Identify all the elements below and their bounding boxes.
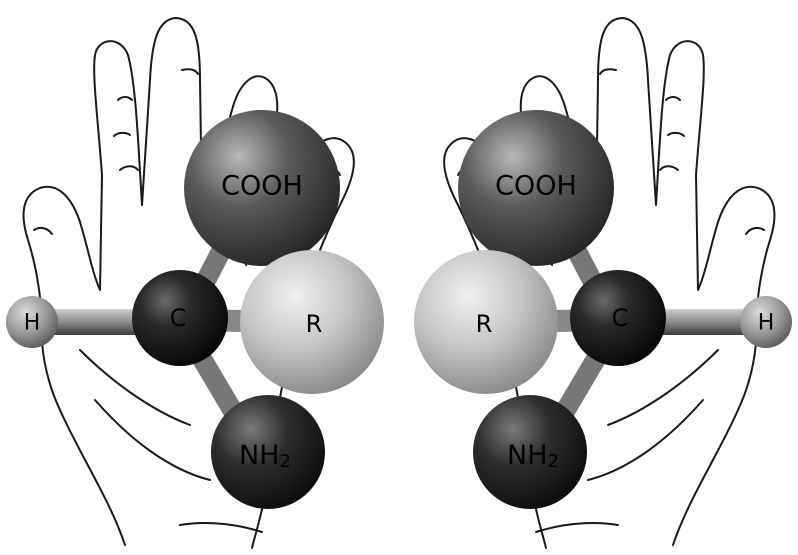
left-label-cooh: COOH	[221, 171, 303, 202]
right-atom-h	[740, 296, 792, 348]
right-atom-r	[414, 250, 558, 394]
right-atom-nh2	[473, 395, 587, 509]
left-label-h: H	[24, 311, 41, 336]
left-label-nh2: NH2	[239, 440, 291, 472]
right-label-r: R	[476, 310, 493, 338]
right-atom-c	[570, 270, 666, 366]
right-molecule: H COOH C R NH2	[414, 110, 792, 509]
left-label-c: C	[170, 304, 187, 332]
left-atom-cooh	[184, 110, 340, 266]
left-atom-h	[6, 296, 58, 348]
left-molecule: H COOH C R NH2	[6, 110, 384, 509]
right-atom-cooh	[458, 110, 614, 266]
left-atom-c	[132, 270, 228, 366]
left-label-r: R	[306, 310, 323, 338]
left-atom-r	[240, 250, 384, 394]
right-label-h: H	[758, 311, 775, 336]
right-label-c: C	[612, 304, 629, 332]
left-atom-nh2	[211, 395, 325, 509]
right-label-cooh: COOH	[495, 171, 577, 202]
right-label-nh2: NH2	[507, 440, 559, 472]
